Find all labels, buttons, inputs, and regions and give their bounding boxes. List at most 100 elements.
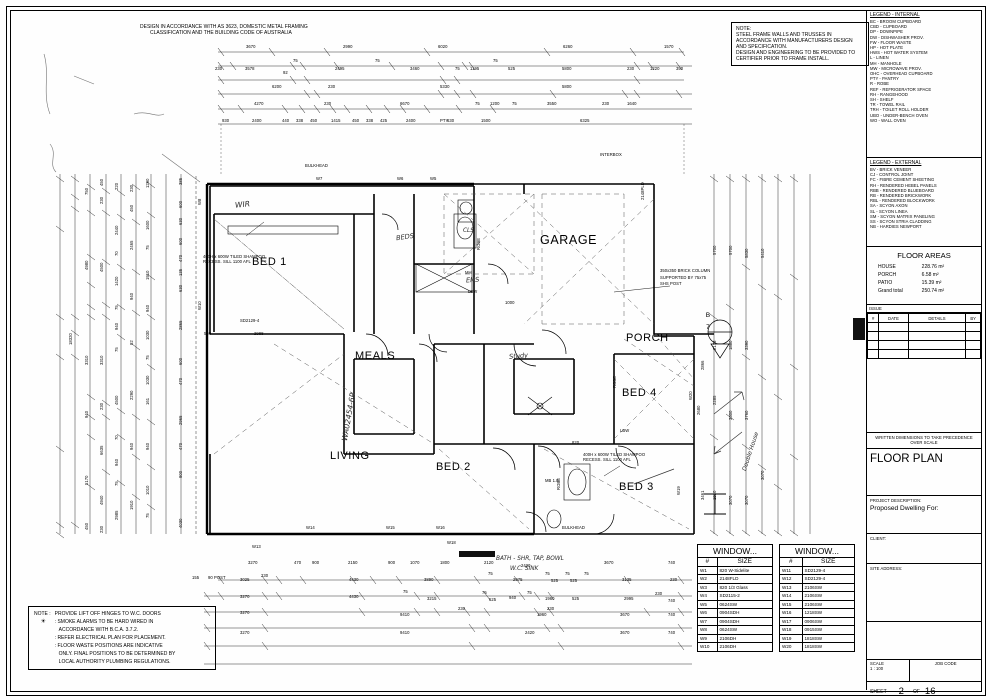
steel-frame-note-l2: ACCORDANCE WITH MANUFACTURERS DESIGN xyxy=(736,38,853,44)
dim-bot-r2-9: 75 xyxy=(565,571,570,576)
dim-left-c2-6: 6635 xyxy=(99,445,104,455)
dim-left-c5-9: 161 xyxy=(145,397,150,405)
dim-left-c3-11: 75 xyxy=(114,481,119,486)
dim-2988: 2988 xyxy=(254,331,264,336)
legend-internal-19: WO - WALL OVEN xyxy=(870,117,906,123)
win-id: W11 xyxy=(779,565,803,575)
issue-cell[interactable] xyxy=(866,331,880,342)
issue-cell[interactable] xyxy=(965,340,981,351)
title-block-column: LEGEND - INTERNAL BC - BROOM CUPBOARD CB… xyxy=(866,10,981,697)
dim-bot-r3-2: 4430 xyxy=(349,594,359,599)
issue-cell[interactable] xyxy=(866,349,880,360)
dim-left-c5-5: 940 xyxy=(145,304,150,312)
win-size: 0904SDH xyxy=(716,616,773,626)
legend-internal-0: BC - BROOM CUPBOARD xyxy=(870,19,922,24)
issue-cell[interactable] xyxy=(907,340,967,351)
floor-plan-drawing xyxy=(14,14,862,686)
detail-ref-number: 7 xyxy=(706,324,710,331)
win-size: 1818SW xyxy=(801,642,855,652)
win-id: W7 xyxy=(697,616,718,626)
win-size: 2106SW xyxy=(801,599,855,609)
plan-linework xyxy=(43,47,811,665)
dim-bot-r2-11: 75 xyxy=(584,571,589,576)
win-id: W5 xyxy=(697,599,718,609)
window-tag-w18: W18 xyxy=(447,540,456,545)
dim-top-r5-13: 6325 xyxy=(580,118,590,123)
issue-cell[interactable] xyxy=(878,340,909,351)
win-size: 0906SW xyxy=(801,616,855,626)
issue-panel: ISSUE # DATE DETAILS BY xyxy=(866,305,981,433)
win-size: 820 1/3 Glass xyxy=(716,582,773,592)
issue-row[interactable] xyxy=(866,340,981,351)
steel-frame-note-l1: STEEL FRAME WALLS AND TRUSSES IN xyxy=(736,32,832,38)
handnote-study: Study xyxy=(508,351,529,361)
dim-bot-r1-2: 470 xyxy=(294,560,302,565)
dim-right-3: 5830 xyxy=(744,248,749,258)
dim-left-c6-9: 600 xyxy=(178,357,183,365)
annotation-lbw-1: LBW xyxy=(468,289,478,294)
dim-820: 820 xyxy=(572,440,580,445)
dim-bot-r2-4: 3890 xyxy=(424,577,434,582)
issue-cell[interactable] xyxy=(878,331,909,342)
win-size: 1218SW xyxy=(801,608,855,618)
issue-row[interactable] xyxy=(866,322,981,333)
page-title: FLOOR PLAN xyxy=(870,453,943,465)
dim-right-2866: 2866 xyxy=(700,360,705,370)
window-tag-w5: W5 xyxy=(430,176,437,181)
issue-header-3: BY xyxy=(965,313,981,324)
dim-left-c1-3: 3310 xyxy=(84,355,89,365)
issue-cell[interactable] xyxy=(907,331,967,342)
dim-left-c4-2: 450 xyxy=(129,204,134,212)
dim-bot-r2-7: 75 xyxy=(545,571,550,576)
win-id: W19 xyxy=(779,633,803,643)
handnote-wc-1: BATH - SHR, TAP, BOWL xyxy=(496,556,564,562)
dim-bot-r2-13: 230 xyxy=(670,577,678,582)
issue-row[interactable] xyxy=(866,331,981,342)
issue-cell[interactable] xyxy=(866,340,880,351)
win-size: 2106DH xyxy=(716,642,773,652)
annotation-bulkhead-top: BULKHEAD xyxy=(305,163,328,168)
issue-cell[interactable] xyxy=(907,322,967,333)
site-address-panel[interactable]: SITE ADDRESS: xyxy=(867,564,981,622)
issue-cell[interactable] xyxy=(878,349,909,360)
legend-external-8: SL - SCYON LINEA xyxy=(870,208,908,214)
room-label-living: LIVING xyxy=(330,450,370,462)
precedence-note: WRITTEN DIMENSIONS TO TAKE PRECEDENCE OV… xyxy=(867,433,981,449)
dim-top-r2-5: 2495 xyxy=(335,66,345,71)
dim-top-r2-6: 75 xyxy=(375,58,380,63)
issue-cell[interactable] xyxy=(878,322,909,333)
handnote-ens: ENS xyxy=(465,275,480,285)
win-size: SD2115-2 xyxy=(716,591,773,601)
dim-bot-r4-4: 1960 xyxy=(537,612,547,617)
issue-cell[interactable] xyxy=(866,322,880,333)
dim-left-c5-11: 1010 xyxy=(145,485,150,495)
dim-top-r5-11: 630 xyxy=(447,118,455,123)
dim-bot-r2-3: 4430 xyxy=(349,577,359,582)
issue-cell[interactable] xyxy=(965,322,981,333)
issue-row[interactable] xyxy=(866,349,981,360)
legend-external-10: SS - SCYON STRIA CLADDING xyxy=(870,219,932,225)
client-panel[interactable]: CLIENT: xyxy=(867,534,981,564)
jobcode-cell: JOB CODE xyxy=(910,660,981,681)
scale-jobcode-row: SCALE 1 : 100 JOB CODE xyxy=(867,660,981,682)
dim-left-c3-2: 2440 xyxy=(114,225,119,235)
bottom-note-l4: : REFER ELECTRICAL PLAN FOR PLACEMENT. xyxy=(54,635,166,641)
legend-internal-12: R - ROBE xyxy=(870,81,890,87)
win-id: W8 xyxy=(697,625,718,635)
issue-cell[interactable] xyxy=(965,331,981,342)
bottom-note-l2: : SMOKE ALARMS TO BE HARD WIRED IN xyxy=(54,619,154,625)
issue-cell[interactable] xyxy=(965,349,981,360)
bottom-note-l5: : FLOOR WASTE POSITIONS ARE INDICATIVE xyxy=(54,643,163,649)
issue-cell[interactable] xyxy=(907,349,967,360)
dim-top-r3-3: 5330 xyxy=(440,84,450,89)
legend-internal-2: DP - DOWNPIPE xyxy=(870,29,903,35)
dim-bot-r5-1: 3270 xyxy=(240,630,250,635)
dim-top-r2-15: 350 xyxy=(676,66,684,71)
top-design-note-line2: CLASSIFICATION AND THE BUILDING CODE OF … xyxy=(150,30,292,36)
dim-top-r3-2: 230 xyxy=(328,84,336,89)
dim-left-c6-10: 470 xyxy=(178,377,183,385)
dim-top-r5-7: 450 xyxy=(352,118,360,123)
